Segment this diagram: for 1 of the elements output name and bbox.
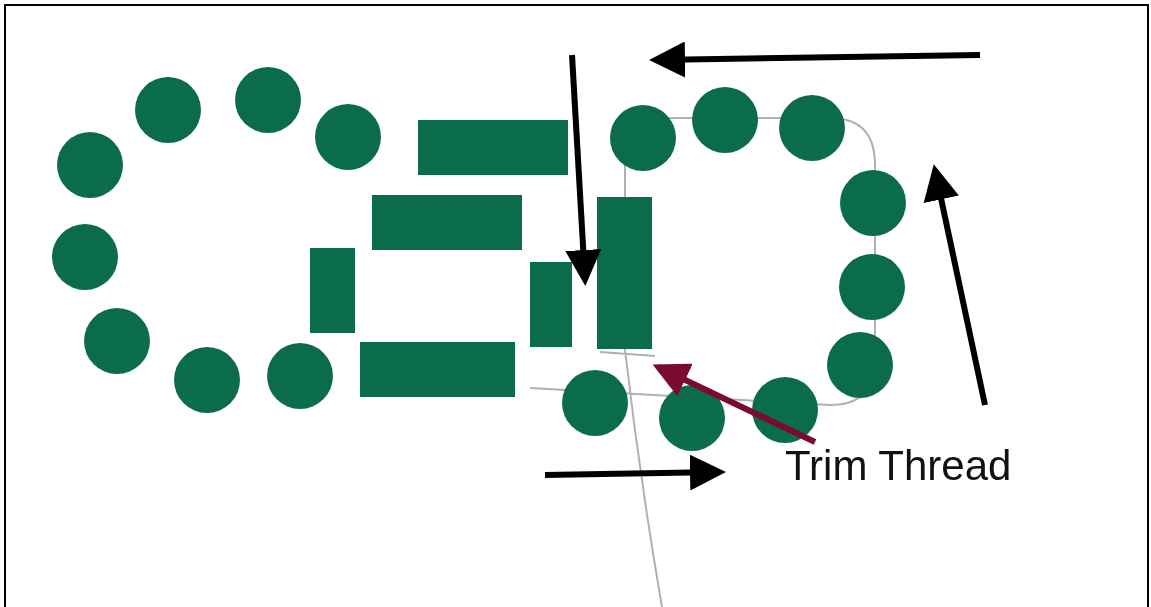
callout-label: Trim Thread	[785, 442, 1012, 490]
